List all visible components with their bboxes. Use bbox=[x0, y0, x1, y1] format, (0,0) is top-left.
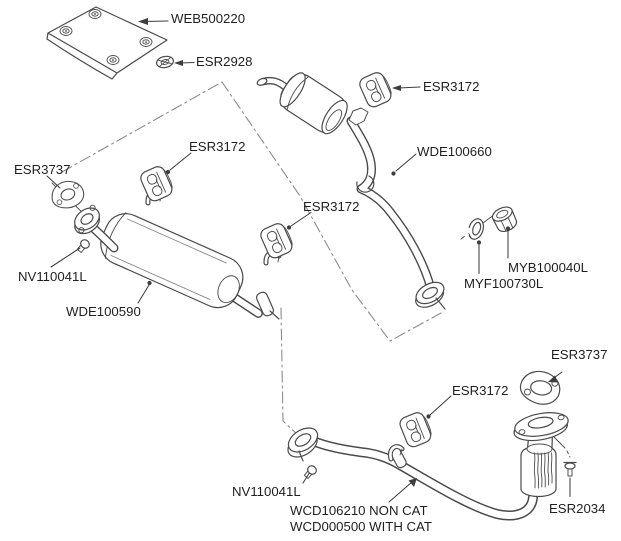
washer-myf100730l bbox=[459, 218, 485, 240]
sealing-washer bbox=[156, 55, 174, 69]
label-nut: MYB100040L bbox=[508, 260, 588, 275]
label-washer: MYF100730L bbox=[464, 276, 543, 291]
front-pipe bbox=[287, 412, 569, 521]
flange-stud bbox=[435, 297, 446, 310]
centre-silencer bbox=[74, 189, 282, 320]
outlet-clamp bbox=[255, 291, 275, 317]
label-centre-silencer: WDE100590 bbox=[66, 304, 141, 319]
label-mount-rear: ESR3172 bbox=[423, 79, 479, 94]
pipe-bend-curl bbox=[356, 175, 375, 193]
label-gasket-right: ESR3737 bbox=[551, 347, 607, 362]
arrowhead bbox=[174, 60, 183, 66]
label-heat-shield: WEB500220 bbox=[171, 11, 245, 26]
flange-bolt-left bbox=[76, 239, 90, 253]
label-front-pipe-cat: WCD000500 WITH CAT bbox=[290, 519, 432, 534]
arrowhead bbox=[392, 85, 401, 91]
gasket-right bbox=[519, 370, 561, 405]
heat-shield-grommets bbox=[59, 9, 153, 65]
label-seal-washer: ESR2928 bbox=[196, 54, 252, 69]
arrowhead bbox=[548, 375, 558, 383]
part-labels: WEB500220 ESR2928 ESR3172 WDE100660 ESR3… bbox=[14, 11, 607, 534]
label-mount-center: ESR3172 bbox=[303, 199, 359, 214]
label-bolt-bottom: NV110041L bbox=[232, 484, 301, 499]
label-tailpipe: WDE100660 bbox=[417, 144, 492, 159]
heat-shield bbox=[46, 6, 168, 80]
clamp-bolt bbox=[269, 310, 280, 320]
stud-esr2034 bbox=[563, 461, 577, 477]
tailpipe-wde100660 bbox=[346, 116, 446, 310]
tailpipe-flange bbox=[415, 281, 445, 308]
front-pipe-flange bbox=[287, 427, 319, 458]
label-bolt-left: NV110041L bbox=[18, 269, 87, 284]
flange-bolt-bottom bbox=[303, 465, 317, 479]
arrowhead bbox=[408, 478, 417, 487]
tailpipe-outlet-end bbox=[256, 77, 268, 86]
label-front-pipe-noncat: WCD106210 NON CAT bbox=[290, 503, 428, 518]
label-gasket-left: ESR3737 bbox=[14, 162, 70, 177]
rubber-mount-rear bbox=[357, 69, 396, 110]
leader-lines bbox=[46, 18, 571, 503]
inlet-flange bbox=[74, 204, 101, 235]
catalytic-converter bbox=[513, 412, 569, 498]
rear-silencer bbox=[256, 72, 369, 135]
nut-myb100040l bbox=[491, 206, 518, 232]
label-mount-mid: ESR3172 bbox=[189, 139, 245, 154]
hanger-bracket bbox=[348, 107, 369, 126]
label-mount-front: ESR3172 bbox=[452, 383, 508, 398]
label-stud: ESR2034 bbox=[549, 501, 605, 516]
arrowhead bbox=[138, 18, 148, 25]
catalyst-flange bbox=[513, 412, 569, 442]
